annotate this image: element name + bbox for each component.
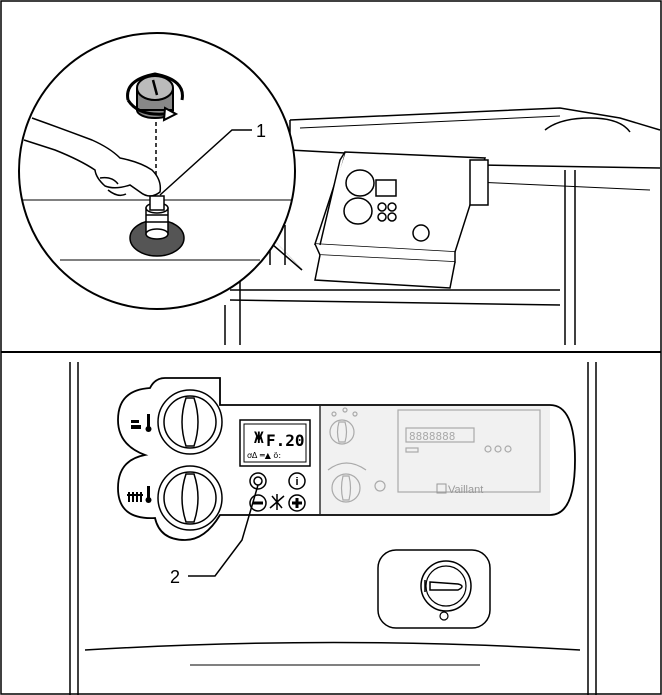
svg-text:8888888: 8888888 xyxy=(409,430,455,443)
lcd-status-icons: ơΔ ═▲ ö: xyxy=(247,451,281,460)
plus-button[interactable] xyxy=(289,495,305,511)
info-button[interactable]: i xyxy=(289,473,305,489)
minus-icon xyxy=(253,502,263,505)
lcd-code: F.20 xyxy=(266,431,305,450)
heating-knob[interactable] xyxy=(158,466,222,530)
info-icon: i xyxy=(295,476,298,488)
switch-off-mark xyxy=(440,612,448,620)
ghost-panel-area xyxy=(320,406,550,514)
hot-water-knob[interactable] xyxy=(158,390,222,454)
callout-2-label: 2 xyxy=(170,567,180,587)
main-switch[interactable] xyxy=(378,550,490,628)
brand-logo: Vaillant xyxy=(448,484,483,496)
burner-icon: Ж xyxy=(254,428,264,447)
callout-1-label: 1 xyxy=(256,121,266,141)
lcd-display: Ж F.20 ơΔ ═▲ ö: xyxy=(240,420,310,466)
magnified-detail xyxy=(19,33,295,309)
